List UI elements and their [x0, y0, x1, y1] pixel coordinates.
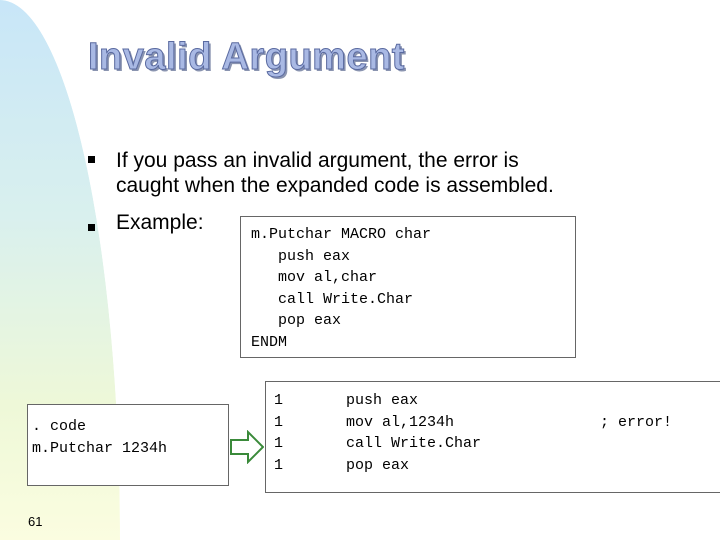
bullet-marker [88, 156, 95, 163]
expansion-code: push eax mov al,1234h call Write.Char po… [346, 392, 482, 474]
bullet-marker [88, 224, 95, 231]
slide-number: 61 [28, 514, 43, 529]
macro-call-code: . code m.Putchar 1234h [32, 418, 168, 457]
macro-expansion-box: 1 1 1 1 push eax mov al,1234h call Write… [265, 381, 720, 493]
expansion-line-numbers: 1 1 1 1 [274, 392, 284, 474]
macro-definition-box: m.Putchar MACRO char push eax mov al,cha… [240, 216, 576, 358]
right-arrow-icon [230, 430, 264, 464]
macro-definition-code: m.Putchar MACRO char push eax mov al,cha… [251, 226, 432, 351]
macro-call-box: . code m.Putchar 1234h [27, 404, 229, 486]
bullet-text-example: Example: [116, 211, 204, 234]
bullet-text-invalid-argument: If you pass an invalid argument, the err… [116, 149, 554, 197]
expansion-error-comment: ; error! [600, 414, 673, 431]
slide-title: Invalid Argument [88, 36, 405, 79]
